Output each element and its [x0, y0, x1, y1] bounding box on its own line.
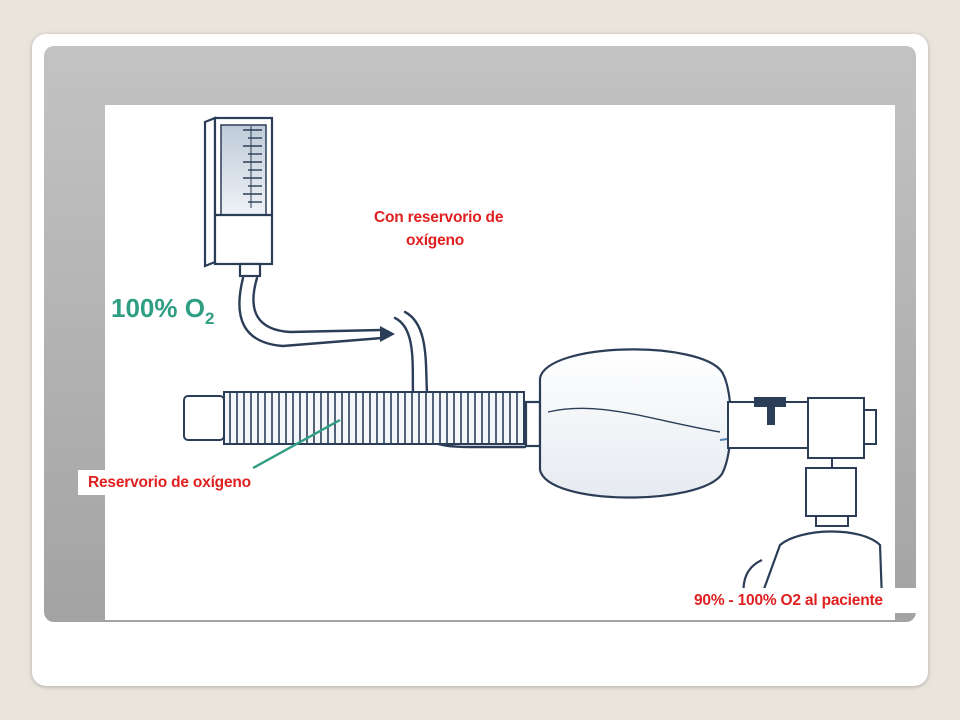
oxygen-subscript: 2	[204, 309, 215, 328]
patient-oxygen-label: 90% - 100% O2 al paciente	[684, 588, 917, 614]
reservoir-pointer	[252, 418, 341, 470]
oxygen-main-text: 100% O	[111, 293, 205, 323]
oxygen-100-label: 100% O2	[111, 293, 214, 329]
reservoir-top-label-line2: oxígeno	[406, 232, 465, 249]
reservoir-tube	[183, 391, 525, 445]
face-mask	[742, 530, 884, 613]
patient-valve	[727, 397, 877, 527]
reservoir-top-label-line1: Con reservorio de	[374, 209, 504, 226]
flowmeter-icon	[203, 116, 274, 278]
reservoir-left-label: Reservorio de oxígeno	[78, 470, 259, 496]
